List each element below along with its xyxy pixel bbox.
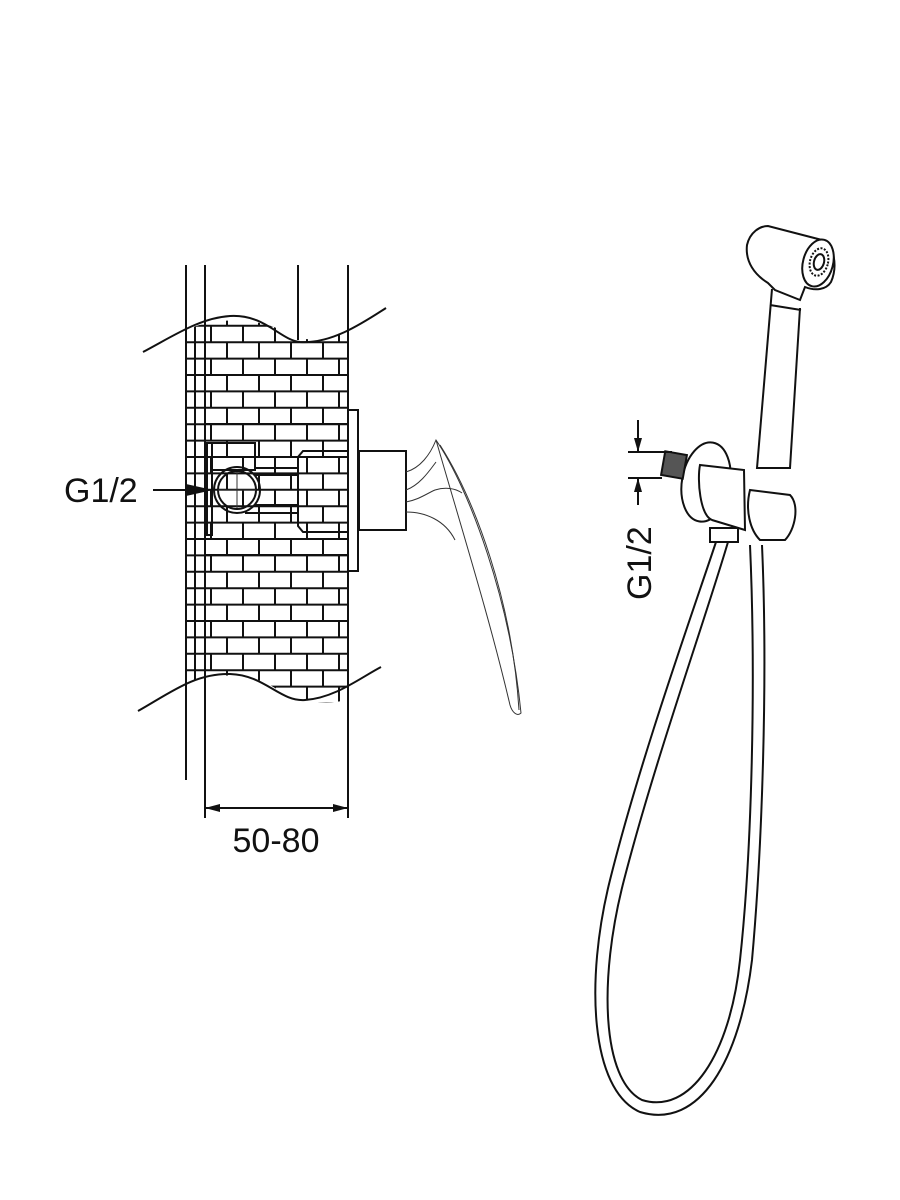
wall-depth-dimension: 50-80 (205, 804, 348, 860)
hose-connection-label: G1/2 (621, 526, 659, 600)
hose-connection-dimension: G1/2 (621, 420, 672, 600)
lever-handle (405, 438, 522, 715)
wall-depth-label: 50-80 (233, 822, 320, 860)
mixer-connection-label: G1/2 (64, 472, 138, 510)
hand-shower (745, 224, 836, 469)
shower-hose (594, 541, 766, 1116)
brick-pattern (186, 320, 348, 703)
break-line-bottom (137, 666, 382, 712)
break-line-top (142, 307, 387, 353)
cover-plate (347, 409, 359, 572)
wall-outlet-holder (659, 441, 797, 543)
handle-base (358, 450, 407, 531)
inlet-circle (213, 466, 261, 514)
mixer-connection-callout: G1/2 (64, 472, 213, 510)
concealed-mixer (204, 409, 407, 572)
